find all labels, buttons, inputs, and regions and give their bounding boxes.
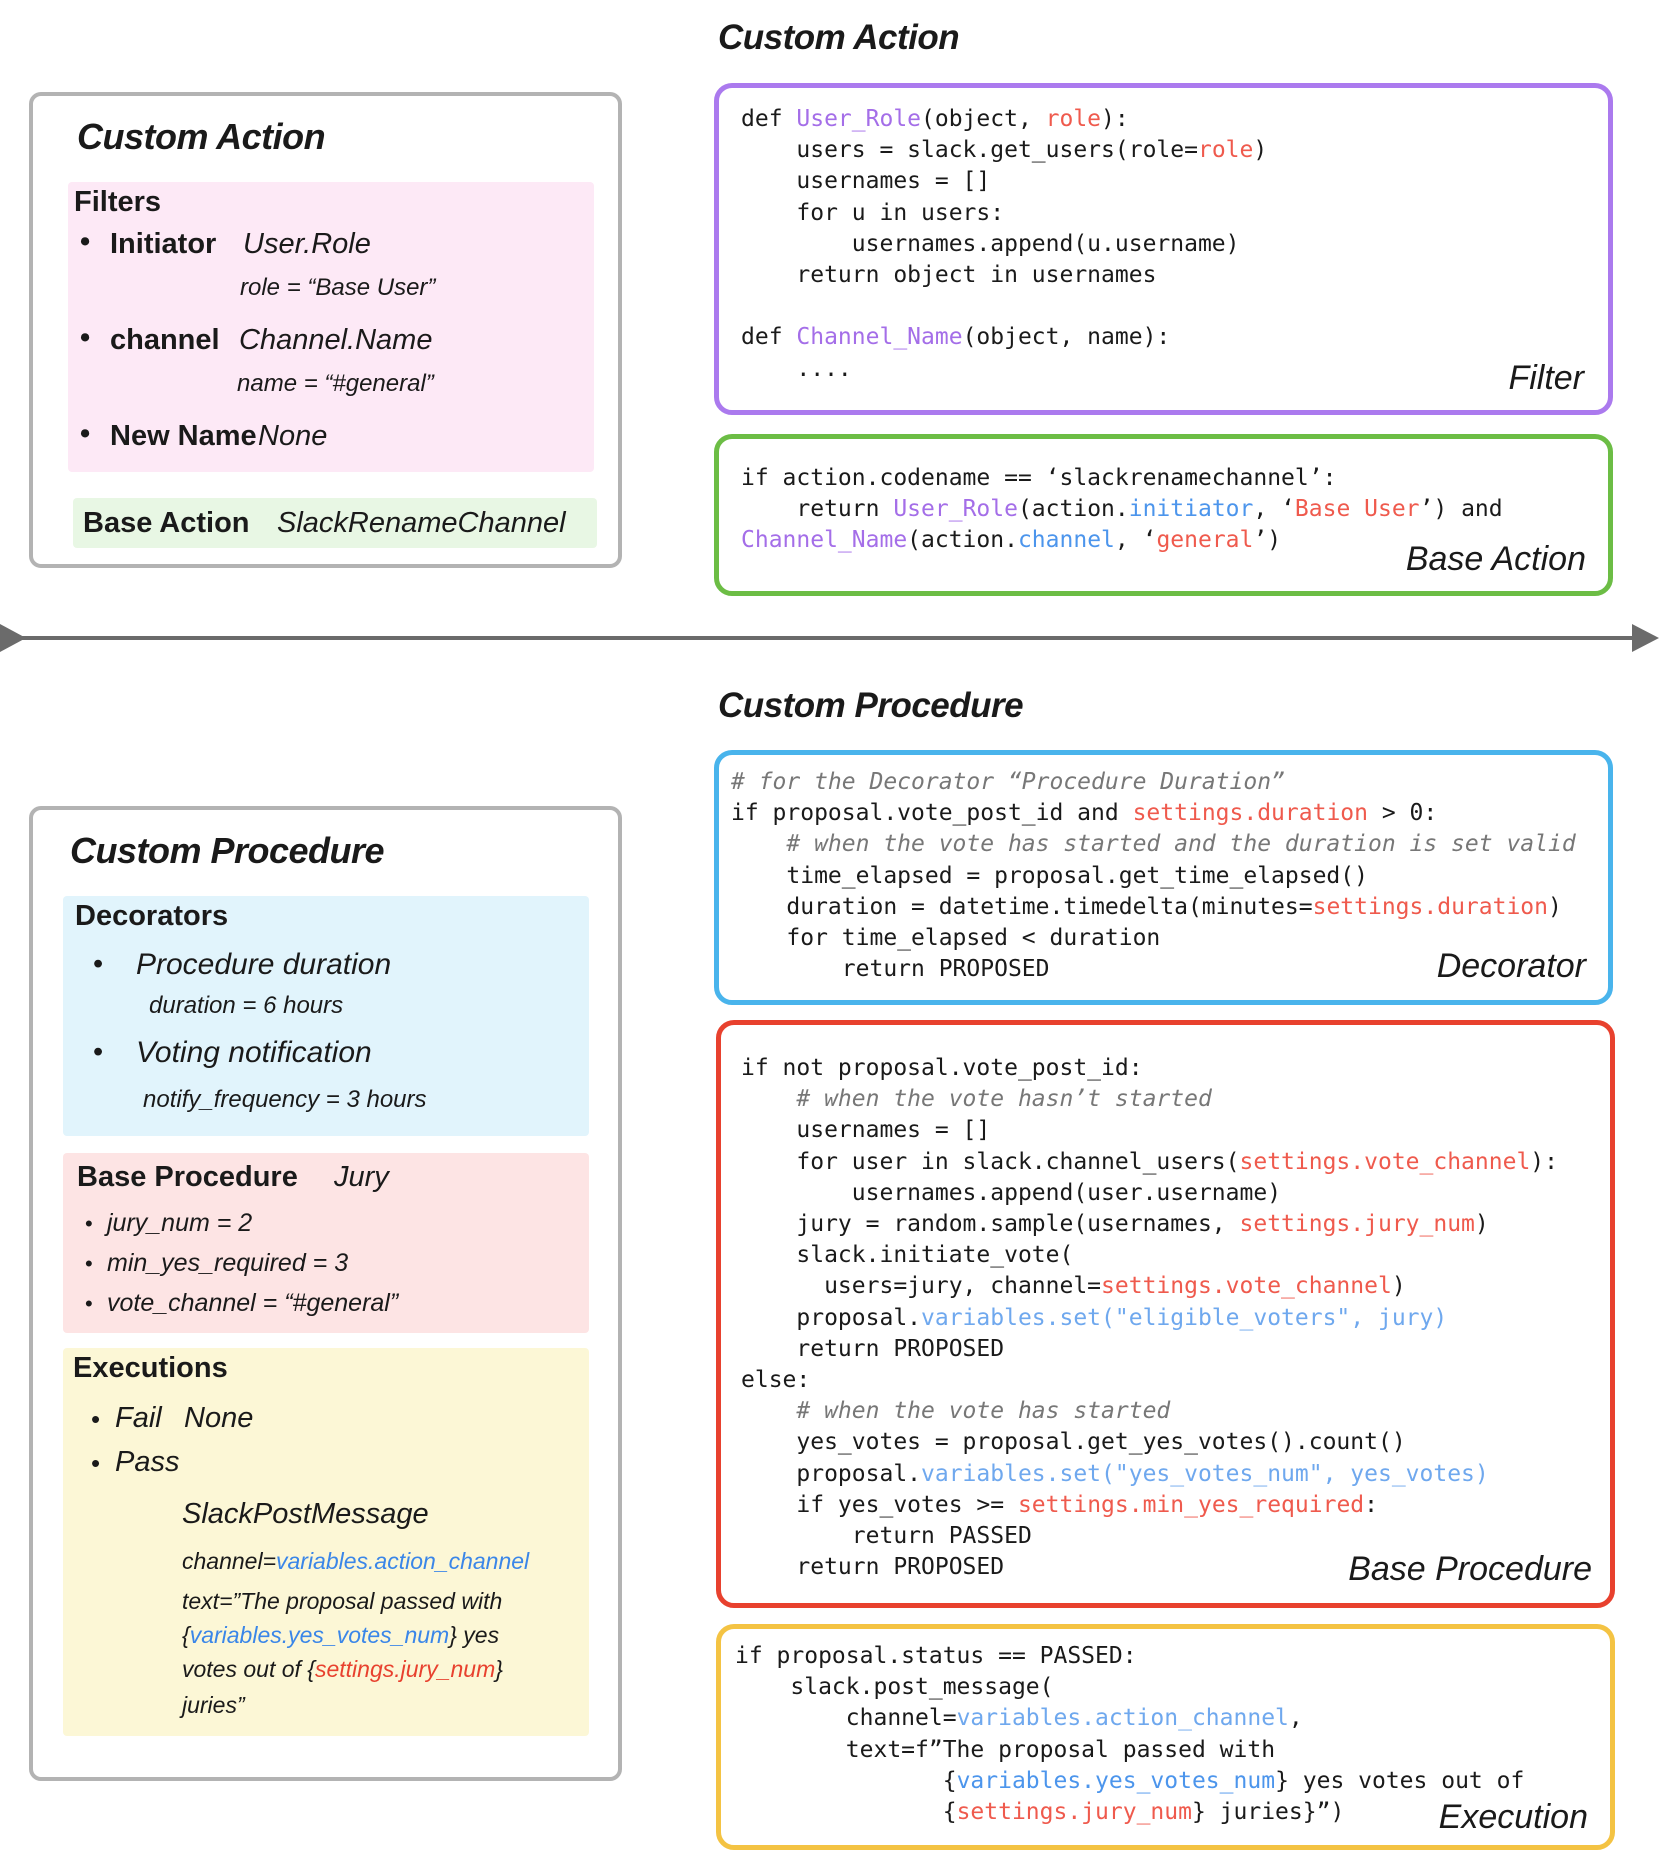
arrow-tail: [0, 624, 26, 652]
channel-value: Channel.Name: [239, 324, 433, 356]
execution-fail-label: Fail: [115, 1402, 162, 1434]
arrow-head: [1632, 624, 1659, 652]
base-action-value: SlackRenameChannel: [277, 507, 566, 539]
base-action-code-box: if action.codename == ‘slackrenamechanne…: [714, 434, 1613, 596]
decorator-code: # for the Decorator “Procedure Duration”…: [731, 769, 1576, 983]
initiator-value: User.Role: [243, 228, 371, 260]
channel-param: name = “#general”: [237, 370, 434, 397]
filter-code: def User_Role(object, role): users = sla…: [741, 106, 1268, 382]
decorator-voting-notification: Voting notification: [136, 1036, 372, 1069]
bullet: •: [85, 1211, 93, 1236]
vote-channel-param: vote_channel = “#general”: [107, 1289, 399, 1317]
custom-action-panel-title: Custom Action: [77, 116, 326, 157]
base-procedure-code-box: if not proposal.vote_post_id: # when the…: [716, 1020, 1615, 1608]
base-procedure-value: Jury: [334, 1161, 389, 1193]
execution-code: if proposal.status == PASSED: slack.post…: [735, 1643, 1525, 1826]
initiator-param: role = “Base User”: [240, 274, 436, 301]
execution-code-label: Execution: [1438, 1798, 1588, 1836]
filter-label: Filter: [1508, 359, 1584, 397]
execution-pass-label: Pass: [115, 1446, 180, 1478]
execution-channel-param: channel=variables.action_channel: [182, 1548, 530, 1574]
channel-label: channel: [110, 324, 220, 356]
bullet: •: [85, 1251, 93, 1276]
bullet: •: [85, 1291, 93, 1316]
base-action-code: if action.codename == ‘slackrenamechanne…: [741, 465, 1503, 554]
bullet: •: [91, 1448, 101, 1478]
execution-fail-value: None: [184, 1402, 254, 1434]
filters-label: Filters: [74, 186, 162, 218]
custom-procedure-panel-title: Custom Procedure: [70, 830, 385, 871]
base-procedure-code: if not proposal.vote_post_id: # when the…: [741, 1055, 1558, 1581]
base-procedure-code-label: Base Procedure: [1348, 1550, 1592, 1588]
decorator-label: Decorator: [1436, 947, 1586, 985]
base-action-box: Base Action SlackRenameChannel: [73, 498, 597, 548]
bullet: •: [93, 1036, 104, 1068]
jury-num-param: jury_num = 2: [107, 1209, 253, 1237]
bullet: •: [93, 948, 104, 980]
filter-code-box: def User_Role(object, role): users = sla…: [714, 83, 1613, 415]
custom-procedure-section-title: Custom Procedure: [718, 686, 1024, 725]
decorator-notify-param: notify_frequency = 3 hours: [143, 1086, 427, 1113]
execution-action-name: SlackPostMessage: [182, 1498, 429, 1530]
execution-code-box: if proposal.status == PASSED: slack.post…: [716, 1624, 1615, 1850]
decorators-label: Decorators: [75, 900, 229, 932]
bullet: •: [80, 322, 91, 354]
new-name-label: New Name: [110, 420, 257, 452]
executions-box: Executions • Fail None • Pass SlackPostM…: [63, 1348, 589, 1736]
decorator-code-box: # for the Decorator “Procedure Duration”…: [714, 750, 1613, 1005]
initiator-label: Initiator: [110, 228, 217, 260]
min-yes-required-param: min_yes_required = 3: [107, 1249, 349, 1277]
execution-text-line4: juries”: [182, 1692, 245, 1718]
decorator-procedure-duration: Procedure duration: [136, 948, 392, 981]
base-procedure-box: Base Procedure Jury • jury_num = 2 • min…: [63, 1153, 589, 1333]
filters-box: Filters • Initiator User.Role role = “Ba…: [68, 182, 594, 472]
base-action-label: Base Action: [83, 507, 250, 539]
new-name-value: None: [258, 420, 328, 452]
base-action-code-label: Base Action: [1405, 540, 1586, 578]
execution-text-line1: text=”The proposal passed with: [182, 1588, 503, 1614]
decorators-box: Decorators • Procedure duration duration…: [63, 896, 589, 1136]
bullet: •: [80, 418, 91, 450]
custom-action-section-title: Custom Action: [718, 18, 960, 57]
custom-action-panel: Custom Action Filters • Initiator User.R…: [29, 92, 622, 568]
custom-procedure-panel: Custom Procedure Decorators • Procedure …: [29, 806, 622, 1781]
bullet: •: [80, 226, 91, 258]
timeline-arrow: [0, 624, 1659, 652]
execution-text-line3: votes out of {settings.jury_num}: [182, 1656, 503, 1682]
base-procedure-label: Base Procedure: [77, 1161, 298, 1193]
bullet: •: [91, 1404, 101, 1434]
execution-text-line2: {variables.yes_votes_num} yes: [182, 1622, 500, 1648]
executions-label: Executions: [73, 1352, 228, 1384]
decorator-duration-param: duration = 6 hours: [149, 992, 344, 1019]
